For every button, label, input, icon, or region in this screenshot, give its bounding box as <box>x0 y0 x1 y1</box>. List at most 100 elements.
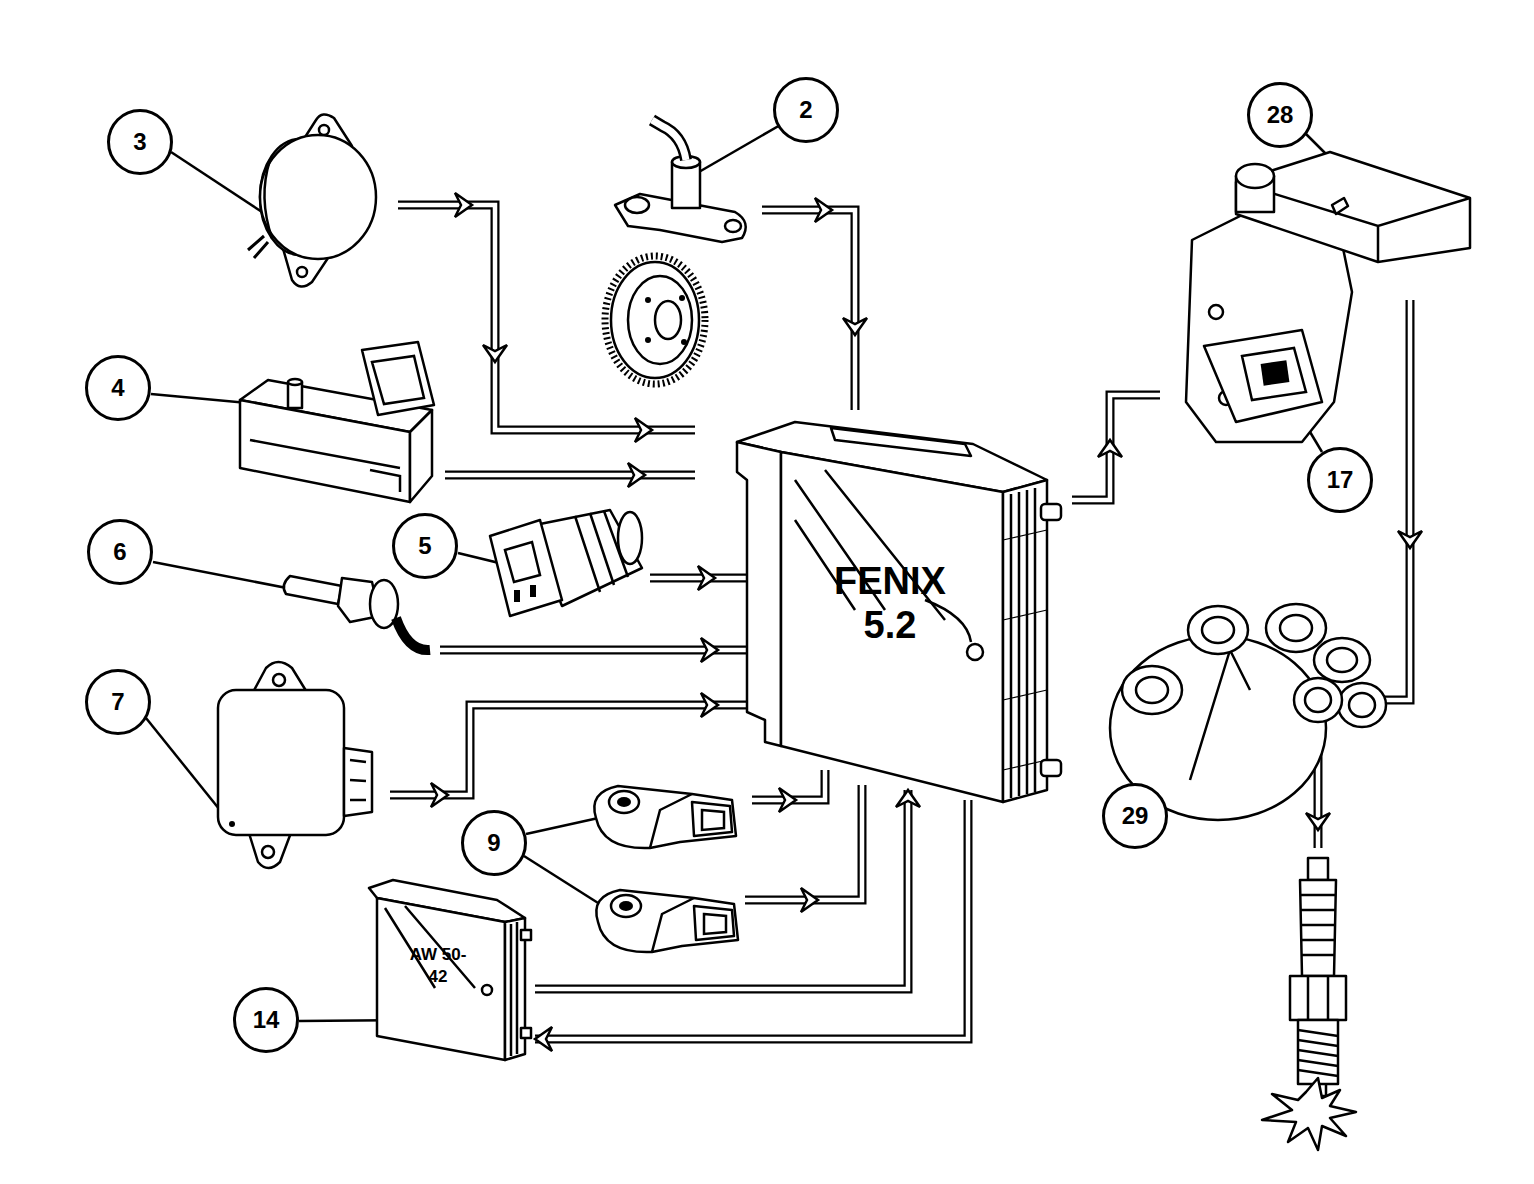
node-label: 29 <box>1122 802 1149 830</box>
crankshaft-sensor <box>652 120 686 160</box>
connector-core <box>535 800 968 1039</box>
signal-arrows <box>1398 531 1422 548</box>
control-unit-outline <box>831 428 971 456</box>
crankshaft-sensor <box>645 337 651 343</box>
signal-connector <box>535 800 968 1051</box>
node-label: 14 <box>253 1006 280 1034</box>
callout-number: 4 <box>85 355 151 421</box>
transmission-unit-outline <box>365 878 535 1063</box>
signal-arrows <box>628 463 645 487</box>
temperature-sensor <box>618 512 642 564</box>
crankshaft-sensor <box>605 120 746 384</box>
pressure-sensor <box>264 160 272 238</box>
pressure-module <box>362 342 434 415</box>
pressure-module <box>240 342 434 502</box>
ignition-coil <box>1236 164 1274 188</box>
node-text-block: FENIX 5.2 <box>825 560 955 647</box>
spark-plug <box>1262 1078 1356 1150</box>
leader-lines <box>153 562 297 590</box>
spark-plug <box>1298 1030 1338 1076</box>
node-label: AW 50-42 <box>403 944 473 988</box>
signal-arrows <box>762 210 855 410</box>
signal-arrows <box>1098 440 1122 457</box>
distributor-cap <box>1349 693 1375 717</box>
node-label: 5 <box>418 532 431 560</box>
signal-arrows <box>445 473 695 478</box>
callout-number: 3 <box>107 109 173 175</box>
transmission-unit-outline <box>482 985 492 995</box>
distributor-cap <box>1338 683 1386 727</box>
leader-lines <box>171 152 262 212</box>
distributor-cap <box>1305 688 1331 712</box>
callout-number: 6 <box>87 519 153 585</box>
node-label: 7 <box>111 688 124 716</box>
control-unit-outline <box>925 600 971 642</box>
ignition-coil <box>1261 360 1290 385</box>
transmission-unit-outline <box>521 930 531 940</box>
node-label: 2 <box>799 96 812 124</box>
pressure-module <box>288 379 302 385</box>
node-text-block: 5 <box>418 532 431 560</box>
signal-arrows <box>1306 813 1330 830</box>
spark-plug <box>1308 976 1328 1020</box>
node-text-block: 28 <box>1267 101 1294 129</box>
callout-number: 17 <box>1307 447 1373 513</box>
throttle-sensor <box>344 748 372 816</box>
signal-arrows <box>698 566 715 590</box>
transmission-unit-box: AW 50-42 <box>365 878 535 1063</box>
pressure-sensor <box>260 135 376 259</box>
connector-core <box>535 790 908 989</box>
ignition-coil <box>1186 152 1470 442</box>
callout-number: 14 <box>233 987 299 1053</box>
callout-number: 29 <box>1102 783 1168 849</box>
node-text-block: 4 <box>111 374 124 402</box>
transmission-unit-outline <box>385 906 475 988</box>
signal-arrows <box>455 193 472 217</box>
spark-plug <box>1298 1020 1338 1084</box>
transmission-unit-outline <box>521 1028 531 1038</box>
distributor-cap <box>1190 650 1250 780</box>
crankshaft-sensor <box>652 120 686 160</box>
signal-arrows <box>390 193 1422 912</box>
throttle-sensor <box>273 674 285 686</box>
crankshaft-sensor <box>605 256 705 384</box>
distributor-cap <box>1314 638 1370 682</box>
distributor-cap <box>1188 606 1248 654</box>
pressure-module <box>240 400 410 502</box>
throttle-sensor <box>218 690 344 835</box>
callout-number: 7 <box>85 669 151 735</box>
signal-arrows <box>801 888 818 912</box>
node-label: 17 <box>1327 466 1354 494</box>
pressure-sensor <box>248 114 376 286</box>
spark-plug <box>1300 880 1336 976</box>
signal-arrows <box>390 705 765 795</box>
control-unit-outline <box>1011 488 1035 798</box>
crankshaft-sensor <box>645 297 651 303</box>
signal-arrows <box>701 638 718 662</box>
ignition-coil <box>1236 152 1470 262</box>
control-unit-outline <box>1041 760 1061 776</box>
callout-number: 2 <box>773 77 839 143</box>
signal-arrows <box>390 705 765 795</box>
signal-arrows <box>701 693 718 717</box>
node-label: FENIX 5.2 <box>825 560 955 647</box>
pressure-module <box>250 440 400 492</box>
distributor-cap <box>1136 677 1168 703</box>
control-unit-outline <box>1003 530 1047 770</box>
temperature-sensor <box>530 585 536 597</box>
crankshaft-sensor <box>611 262 699 378</box>
temperature-sensor <box>490 520 562 616</box>
signal-connector <box>535 790 920 989</box>
node-label: 9 <box>487 829 500 857</box>
arrow-head <box>535 1027 552 1051</box>
signal-arrows <box>635 418 652 442</box>
throttle-sensor <box>350 760 366 800</box>
distributor-cap <box>1280 615 1312 641</box>
crankshaft-sensor <box>655 301 681 339</box>
leader-lines <box>146 124 1372 1021</box>
distributor-cap <box>1294 678 1342 722</box>
crankshaft-sensor <box>725 220 741 232</box>
pressure-module <box>410 410 432 502</box>
node-label: 6 <box>113 538 126 566</box>
